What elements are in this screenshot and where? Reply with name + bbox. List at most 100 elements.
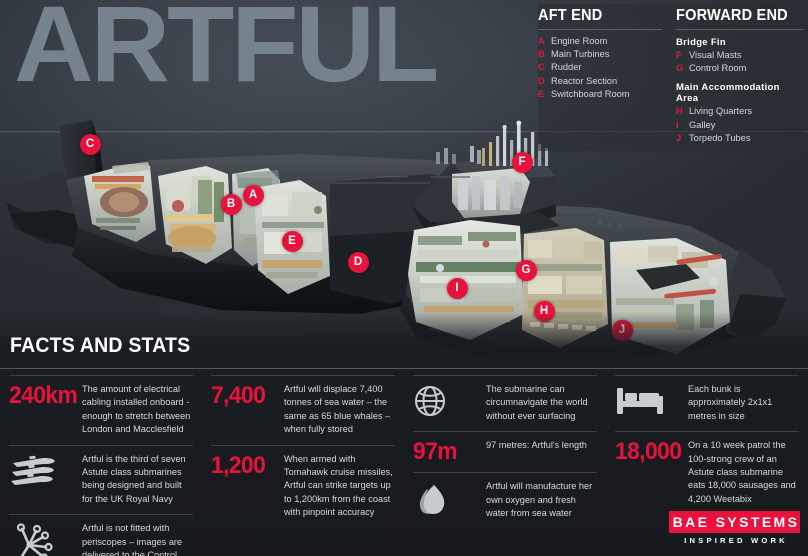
- hero-divider-secondary: [0, 132, 530, 133]
- legend-key-g: G: [676, 63, 684, 74]
- facts-grid: 240km The amount of electrical cabling i…: [0, 375, 808, 556]
- fact-text-97m: 97 metres: Artful's length: [486, 440, 587, 451]
- legend-panel: AFT END A Engine Room B Main Turbines C …: [538, 4, 804, 152]
- diagram-marker-f[interactable]: F: [511, 151, 533, 173]
- fact-number-97m: 97m: [413, 438, 458, 466]
- legend-label-f: Visual Masts: [689, 50, 742, 60]
- fact-97m: 97m 97 metres: Artful's length: [413, 431, 597, 472]
- fact-figure-bed: [615, 383, 681, 416]
- fact-text-submarines: Artful is the third of seven Astute clas…: [82, 453, 186, 504]
- water-drop-icon: [419, 485, 445, 515]
- hero-divider: [0, 131, 808, 132]
- legend-label-b: Main Turbines: [551, 49, 610, 60]
- legend-key-j: J: [676, 132, 682, 143]
- diagram-marker-d[interactable]: D: [347, 251, 369, 273]
- fact-text-fibre: Artful is not fitted with periscopes – i…: [82, 523, 183, 556]
- hero-illustration-area: ARTFUL: [0, 0, 808, 368]
- legend-item-g[interactable]: G Control Room: [676, 62, 804, 75]
- legend-item-j[interactable]: J Torpedo Tubes: [676, 132, 804, 145]
- fact-figure-97m: 97m: [413, 439, 479, 464]
- diagram-marker-e[interactable]: E: [281, 230, 303, 252]
- fact-7400: 7,400 Artful will displace 7,400 tonnes …: [211, 375, 395, 445]
- fact-figure-1200: 1,200: [211, 453, 277, 478]
- fact-240km: 240km The amount of electrical cabling i…: [9, 375, 193, 445]
- fact-text-1200: When armed with Tomahawk cruise missiles…: [284, 453, 393, 518]
- legend-label-i: Galley: [689, 119, 716, 130]
- legend-item-b[interactable]: B Main Turbines: [538, 48, 662, 61]
- page-title: ARTFUL: [14, 0, 439, 104]
- fact-figure-submarines: [9, 453, 75, 492]
- legend-key-e: E: [538, 88, 545, 99]
- legend-key-h: H: [676, 106, 683, 117]
- legend-label-g: Control Room: [689, 63, 747, 74]
- fact-number-18000: 18,000: [615, 438, 682, 466]
- fact-figure-water-drop: [413, 480, 479, 519]
- facts-heading: FACTS AND STATS: [10, 334, 191, 357]
- fact-figure-globe: [413, 383, 479, 418]
- bae-logo-name: BAE SYSTEMS: [669, 511, 800, 533]
- fact-number-1200: 1,200: [211, 451, 266, 479]
- diagram-marker-g[interactable]: G: [515, 259, 537, 281]
- diagram-marker-i[interactable]: I: [446, 277, 468, 299]
- legend-label-h: Living Quarters: [689, 106, 753, 117]
- legend-item-h[interactable]: H Living Quarters: [676, 105, 804, 118]
- facts-and-stats-section: FACTS AND STATS 240km The amount of elec…: [0, 312, 808, 556]
- legend-divider-forward: [676, 29, 804, 30]
- legend-key-f: F: [676, 50, 682, 60]
- submarine-cutaway-illustration: [0, 118, 808, 368]
- fibre-optic-cable-icon: [16, 523, 53, 556]
- legend-item-a[interactable]: A Engine Room: [538, 35, 662, 48]
- diagram-marker-c[interactable]: C: [79, 133, 101, 155]
- fact-text-circumnavigate: The submarine can circumnavigate the wor…: [486, 384, 588, 421]
- fact-figure-18000: 18,000: [615, 438, 682, 466]
- legend-item-i[interactable]: I Galley: [676, 119, 804, 132]
- fact-fibre-optic: Artful is not fitted with periscopes – i…: [9, 514, 193, 556]
- legend-column-forward: FORWARD END Bridge Fin F Visual Masts G …: [676, 7, 804, 145]
- hull-deck-details: [330, 176, 622, 228]
- facts-heading-underline: [0, 368, 808, 369]
- bed-icon: [617, 388, 663, 414]
- facts-column-4: Each bunk is approximately 2x1x1 metres …: [606, 375, 808, 556]
- bae-systems-logo: BAE SYSTEMS INSPIRED WORK: [669, 511, 800, 546]
- globe-icon: [415, 386, 445, 416]
- legend-item-d[interactable]: D Reactor Section: [538, 75, 662, 88]
- fact-text-240km: The amount of electrical cabling install…: [82, 384, 191, 435]
- legend-label-j: Torpedo Tubes: [689, 132, 751, 143]
- legend-key-i: I: [676, 119, 679, 130]
- diagram-marker-b[interactable]: B: [220, 193, 242, 215]
- legend-key-c: C: [538, 62, 545, 73]
- legend-label-c: Rudder: [551, 62, 582, 73]
- legend-item-e[interactable]: E Switchboard Room: [538, 88, 662, 101]
- facts-column-2: 7,400 Artful will displace 7,400 tonnes …: [202, 375, 404, 556]
- fact-text-oxygen-water: Artful will manufacture her own oxygen a…: [486, 481, 593, 519]
- fact-text-7400: Artful will displace 7,400 tonnes of sea…: [284, 384, 391, 435]
- legend-column-aft: AFT END A Engine Room B Main Turbines C …: [538, 7, 662, 145]
- fact-18000: 18,000 On a 10 week patrol the 100-stron…: [615, 431, 799, 514]
- fact-figure-7400: 7,400: [211, 383, 277, 408]
- aft-deck-fittings: [436, 148, 456, 164]
- fact-bunk: Each bunk is approximately 2x1x1 metres …: [615, 375, 799, 431]
- diagram-marker-a[interactable]: A: [242, 184, 264, 206]
- legend-key-a: A: [538, 36, 545, 46]
- legend-item-f[interactable]: F Visual Masts: [676, 49, 804, 62]
- fact-text-bunk: Each bunk is approximately 2x1x1 metres …: [688, 384, 773, 421]
- legend-label-d: Reactor Section: [551, 75, 618, 86]
- fact-figure-240km: 240km: [9, 382, 78, 409]
- legend-key-d: D: [538, 75, 545, 86]
- legend-key-b: B: [538, 49, 545, 60]
- legend-subheading-bridge-fin: Bridge Fin: [676, 37, 726, 48]
- three-submarines-icon: [11, 455, 55, 485]
- bae-logo-tagline: INSPIRED WORK: [684, 536, 788, 545]
- facts-column-3: The submarine can circumnavigate the wor…: [404, 375, 606, 556]
- facts-column-1: 240km The amount of electrical cabling i…: [0, 375, 202, 556]
- fact-number-240km: 240km: [9, 382, 78, 409]
- legend-item-c[interactable]: C Rudder: [538, 61, 662, 74]
- legend-subheading-accommodation: Main Accommodation Area: [676, 82, 780, 105]
- fact-figure-fibre: [9, 522, 75, 556]
- legend-heading-forward: FORWARD END: [676, 7, 788, 24]
- legend-divider-aft: [538, 29, 662, 30]
- submarine-svg: [6, 120, 786, 362]
- legend-label-e: Switchboard Room: [551, 88, 630, 99]
- fact-text-18000: On a 10 week patrol the 100-strong crew …: [688, 440, 796, 504]
